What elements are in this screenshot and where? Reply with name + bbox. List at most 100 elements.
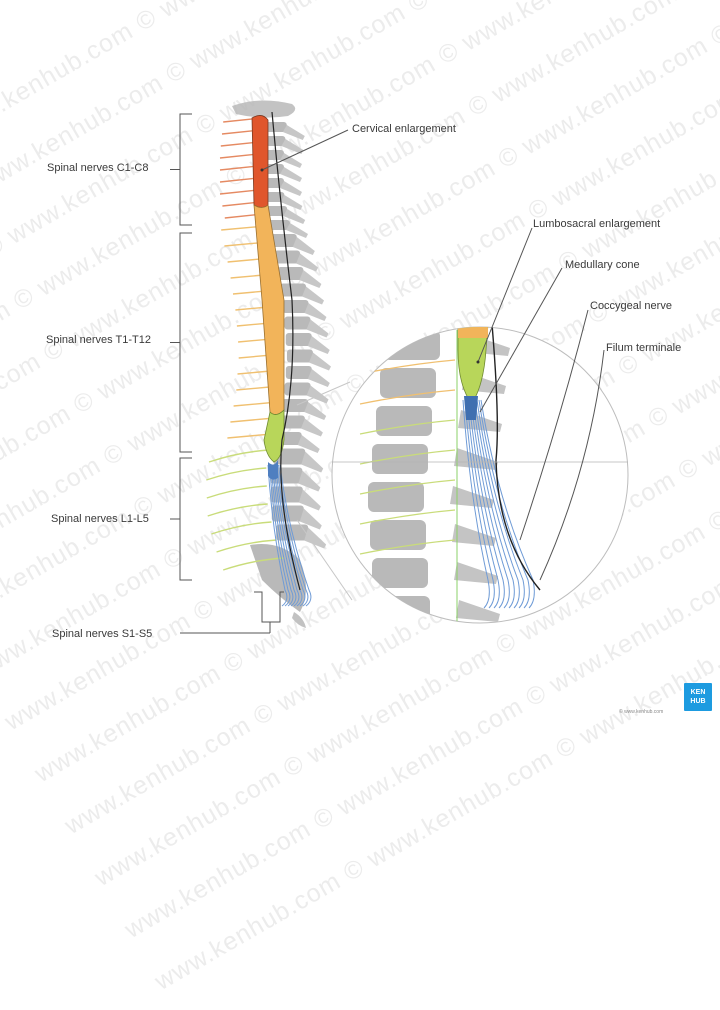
logo-text-line2: HUB xyxy=(690,698,706,705)
spinous-process xyxy=(307,336,330,354)
spinous-process xyxy=(280,153,302,168)
leader-cervical-enlargement xyxy=(261,129,349,171)
inset-cauda-equina xyxy=(464,399,495,609)
nerve-root xyxy=(219,189,259,195)
nerve-root xyxy=(219,153,259,159)
inset-nerve-root xyxy=(359,479,456,495)
inset-cauda-equina xyxy=(466,399,500,609)
inset-spinous-process xyxy=(450,486,494,508)
spinal-cord xyxy=(251,111,312,607)
vertebral-body xyxy=(268,220,290,230)
spinous-process xyxy=(280,195,303,210)
spinous-process xyxy=(304,402,327,420)
spinous-process xyxy=(281,139,304,154)
inset-vertebral-body xyxy=(380,368,436,398)
cauda-equina-root xyxy=(269,464,291,607)
inset-spinous-process xyxy=(454,562,498,584)
spinous-process xyxy=(296,253,319,272)
spinous-process xyxy=(298,489,321,511)
inset-nerve-root xyxy=(359,419,456,435)
nerve-root xyxy=(216,539,277,553)
callout-filum-terminale: Filum terminale xyxy=(606,342,682,354)
inset-nerve-root xyxy=(359,539,456,555)
vertebral-body xyxy=(286,349,313,363)
vertebral-body xyxy=(264,122,287,132)
region-label-lumbar: Spinal nerves L1-L5 xyxy=(51,513,149,525)
region-brackets xyxy=(170,113,284,634)
cervical-segment xyxy=(251,115,269,208)
nerve-root xyxy=(208,449,270,463)
callout-coccygeal-nerve: Coccygeal nerve xyxy=(590,300,672,312)
copyright-credit: © www.kenhub.com xyxy=(619,709,664,715)
nerve-root xyxy=(206,467,267,481)
spinous-process xyxy=(304,527,327,549)
nerve-root xyxy=(222,557,284,571)
spinous-process xyxy=(307,369,330,387)
spinous-process xyxy=(301,451,324,473)
spinous-process xyxy=(282,125,305,140)
callout-cervical-enlargement: Cervical enlargement xyxy=(352,123,456,135)
callout-medullary-cone: Medullary cone xyxy=(565,259,640,271)
inset-vertebral-body xyxy=(376,406,432,436)
vertebral-body xyxy=(285,366,312,379)
magnified-inset xyxy=(296,326,629,624)
inset-vertebral-body xyxy=(372,444,428,474)
inset-connector-top xyxy=(296,381,351,406)
kenhub-logo: KEN HUB xyxy=(684,683,712,711)
atlas-vertebra xyxy=(232,100,296,118)
spinous-process xyxy=(283,209,306,224)
nerve-root xyxy=(219,177,259,183)
leader-dot xyxy=(260,168,264,172)
region-label-sacral: Spinal nerves S1-S5 xyxy=(52,628,153,640)
inset-connector-bottom xyxy=(296,519,353,601)
vertebral-body xyxy=(284,382,311,396)
nerve-root xyxy=(206,485,267,499)
cauda-equina-root xyxy=(267,464,288,607)
nerve-root xyxy=(207,503,268,517)
spinous-process xyxy=(308,352,331,371)
spinous-process xyxy=(298,470,321,492)
nerve-root xyxy=(219,165,259,171)
inset-medullary-cone xyxy=(464,396,478,420)
vertebral-body xyxy=(277,267,304,280)
inset-cauda-equina xyxy=(470,399,510,609)
conus-segment xyxy=(268,460,278,480)
vertebral-body xyxy=(284,316,311,330)
vertebral-body xyxy=(282,300,309,313)
leader-medullary-cone xyxy=(479,267,563,413)
leader-filum-terminale xyxy=(539,349,605,581)
callout-lumbosacral-enlargement: Lumbosacral enlargement xyxy=(533,218,661,230)
spinous-process xyxy=(304,303,327,321)
leader-lumbosacral-enlargement xyxy=(477,227,533,363)
vertebral-body xyxy=(282,399,309,412)
leader-coccygeal-nerve xyxy=(519,309,589,541)
inset-vertebral-body xyxy=(370,520,426,550)
spinous-process xyxy=(299,508,322,530)
inset-cauda-equina xyxy=(468,399,505,609)
inset-vertebral-body xyxy=(368,482,424,512)
cauda-equina-root xyxy=(276,464,306,607)
bracket-thoracic xyxy=(179,232,192,453)
spinous-process xyxy=(297,435,320,453)
inset-vertebral-body xyxy=(372,558,428,588)
cauda-equina-root xyxy=(279,464,312,607)
callout-leader-lines xyxy=(260,129,605,581)
spine-illustration xyxy=(170,100,629,634)
cauda-equina-root xyxy=(273,464,300,607)
cauda-equina-root xyxy=(278,464,309,607)
cauda-equina-root xyxy=(272,464,297,607)
inset-dura-outline xyxy=(491,327,541,591)
inset-cauda-equina xyxy=(472,399,515,609)
vertebral-column xyxy=(232,100,331,628)
spinous-process xyxy=(292,237,315,255)
inset-cauda-equina xyxy=(480,399,535,609)
bracket-lumbar xyxy=(179,457,192,581)
spinous-process xyxy=(302,286,325,305)
inset-cauda-equina xyxy=(476,399,525,609)
inset-cauda-equina xyxy=(462,399,490,609)
bracket-cervical xyxy=(179,113,192,226)
vertebral-body xyxy=(280,283,307,297)
vertebral-body xyxy=(285,333,312,346)
cauda-equina-root xyxy=(270,464,294,607)
